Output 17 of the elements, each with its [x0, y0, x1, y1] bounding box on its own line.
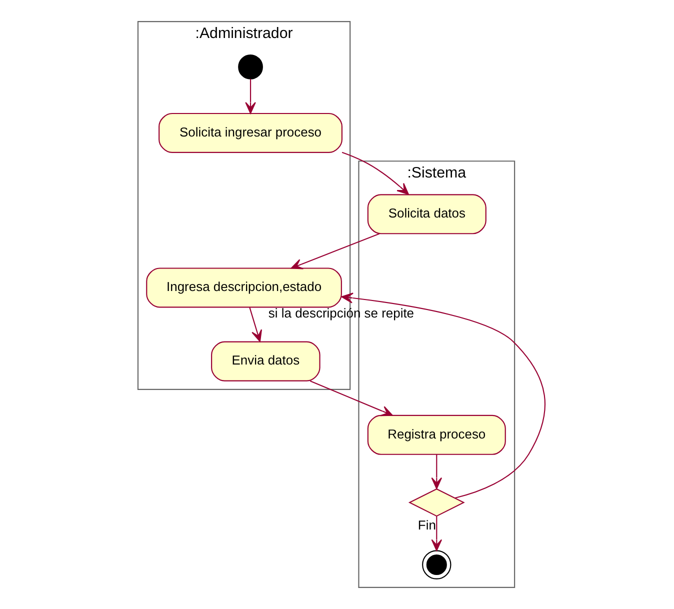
arrow [290, 233, 380, 270]
node-bullseye [422, 550, 451, 580]
arrow [341, 152, 408, 195]
arrow [340, 292, 546, 498]
arrow [248, 307, 262, 342]
arrow [430, 516, 442, 552]
node-box: Registra proceso [366, 414, 506, 455]
node-box: Ingresa descripcion,estado [146, 268, 342, 308]
node-diamond [408, 488, 464, 517]
edge-label: Fin [417, 517, 436, 532]
node-circle [238, 54, 262, 80]
node-box: Solicita datos [366, 194, 486, 234]
arrow [244, 78, 256, 114]
node-box: Solicita ingresar proceso [158, 112, 342, 153]
node-box: Envia datos [210, 341, 320, 382]
arrow [430, 454, 442, 490]
arrow [309, 380, 392, 416]
